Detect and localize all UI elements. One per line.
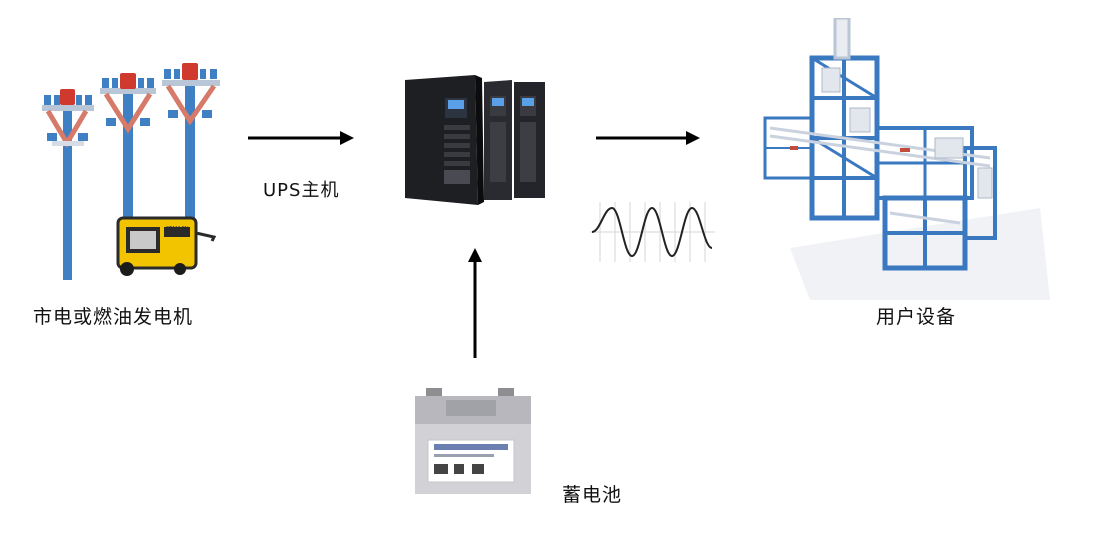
ups-cabinet-illustration [400, 70, 550, 210]
utility-power-illustration [30, 55, 270, 285]
ups-label: UPS主机 [263, 180, 340, 201]
arrow-battery-to-ups [464, 246, 486, 358]
utility-pole-icon [42, 89, 94, 280]
user-equipment-label: 用户设备 [876, 306, 957, 328]
user-equipment-illustration [750, 18, 1050, 300]
battery-illustration [412, 384, 534, 496]
generator-icon [116, 216, 217, 276]
ups-cabinet-icon [514, 82, 545, 198]
arrow-source-to-ups [248, 128, 358, 148]
utility-pole-icon [162, 63, 220, 225]
battery-icon [415, 388, 531, 494]
industrial-structure-icon [763, 18, 997, 271]
utility-pole-icon [100, 73, 156, 243]
source-label: 市电或燃油发电机 [33, 306, 194, 328]
ups-cabinet-icon [484, 80, 512, 200]
arrow-ups-to-user [596, 128, 706, 148]
battery-label: 蓄电池 [562, 484, 623, 506]
ups-cabinet-icon [405, 75, 484, 205]
sine-wave-icon [590, 200, 715, 264]
generator-plate: STANLEY [166, 226, 188, 232]
